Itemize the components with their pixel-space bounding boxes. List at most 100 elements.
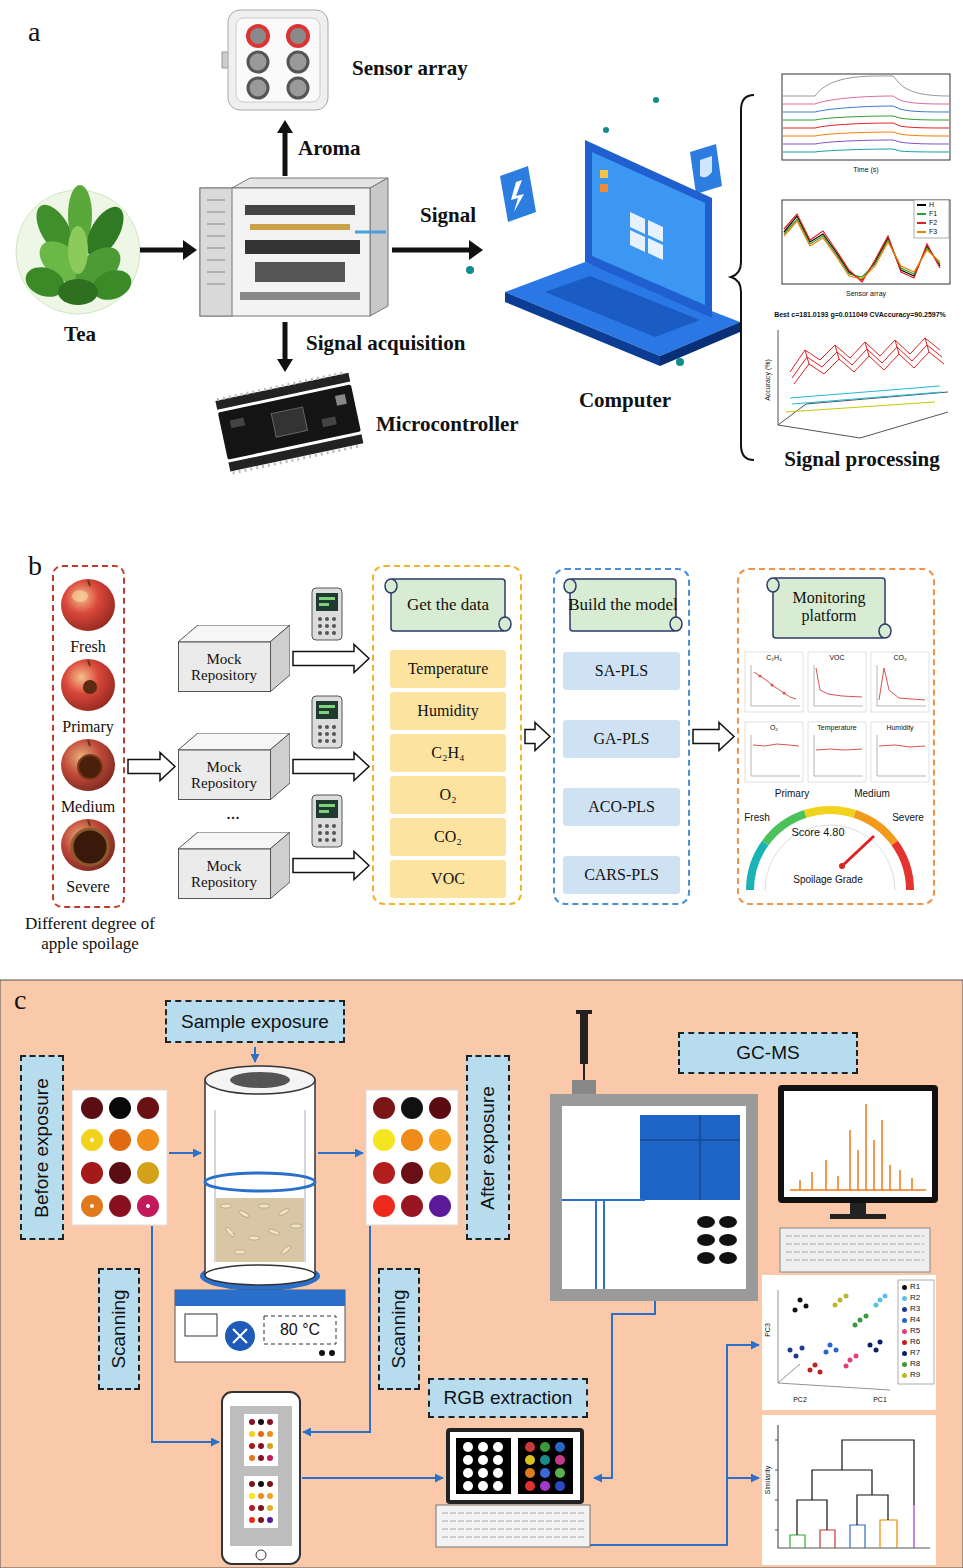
smartphone-picture-part [244,1476,278,1528]
computer-picture-part [630,212,645,234]
step-box: Scanning [98,1268,140,1390]
microcontroller-picture-part [230,418,245,429]
flow-arrow-part [183,240,197,260]
repository-front [179,750,271,800]
laptop-picture-part [456,1438,511,1494]
legend-swatch [902,1340,907,1345]
response-curve-chart-part [783,106,949,112]
pca-plot-part-part [818,1370,823,1375]
pca-plot-part-part [844,1364,849,1369]
laptop-picture-part [540,1455,550,1465]
apple-pictures-part [88,740,90,746]
apple-pictures [61,579,115,871]
chromatogram-monitor-part [784,1091,932,1197]
legend-text: R4 [910,1316,920,1325]
dendrogram-part [820,1530,835,1548]
exposure-chamber-part [264,1316,336,1344]
apple-pictures-part [88,820,90,826]
smartphone-picture-part-part [249,1493,255,1499]
tea-picture [16,185,140,314]
colour-array-before-part [146,1204,150,1208]
gas-detector-pictures [312,588,342,847]
colour-array-before-part [109,1195,131,1217]
smartphone-picture-part [230,1406,292,1546]
grid-search-surface-part [778,330,948,438]
legend-swatch [902,1329,907,1334]
legend-item: R7 [902,1349,920,1358]
pca-plot-part-part [883,1294,888,1299]
spoilage-gauge [750,810,910,890]
sensor-array-picture-part [248,78,268,98]
pca-plot-part [778,1290,890,1390]
scroll-banners [385,578,891,638]
sensor-profile-chart-part [914,200,949,238]
laptop-picture-part-part [493,1442,503,1452]
mini-charts-part [745,652,803,712]
computer-picture-part [676,358,684,366]
smartphone-picture-part-part [249,1431,255,1437]
mini-charts-part [808,652,866,712]
laptop-picture-part [436,1505,590,1547]
grid-search-surface-part [805,338,929,364]
repository-face: Mock Repository [178,849,270,899]
colour-array-before-part [81,1162,103,1184]
pca-plot-part-part [833,1303,838,1308]
colour-array-after-part [429,1097,451,1119]
repository-front [179,642,271,692]
computer-picture-part [585,140,712,318]
exposure-chamber-part [220,1204,302,1255]
legend-item: H [917,201,934,209]
data-item: O₂ [390,776,506,814]
gc-ms-instrument-part [697,1234,715,1246]
pca-plot-part [788,1294,888,1375]
node-text: Mock Repository [178,651,270,684]
flow-arrow-part [140,248,184,253]
exposure-chamber-part-part [258,1204,270,1208]
pca-plot-part-part [868,1343,873,1348]
node-text: O₂ [439,786,456,804]
mini-charts-part [808,722,866,782]
gauge-score: Score 4.80 [791,826,844,839]
chart-title: Temperature [817,724,856,732]
scroll-banners-part [879,624,891,638]
smartphone-picture-part-part [267,1493,273,1499]
grid-search-surface-part [794,352,944,384]
e-nose-device [200,178,388,316]
mini-charts-part [871,652,929,712]
process-arrows-part [254,1047,256,1062]
e-nose-device-part [245,240,360,254]
gc-ms-instrument-part [719,1216,737,1228]
mini-charts-part [871,722,929,782]
node-text: CARS-PLS [584,866,659,884]
dendrogram-part [790,1535,805,1548]
gc-ms-instrument-part [576,1010,592,1014]
node-text: Different degree of apple spoilage [15,914,165,953]
exposure-chamber-part [185,1314,217,1336]
pca-plot-part-part [824,1350,829,1355]
pca-plot-part-part [788,1348,793,1353]
exposure-chamber-part-part [238,1209,250,1218]
computer-picture-part [690,144,722,194]
gc-ms-instrument-part [572,1080,596,1094]
colour-array-after-part [373,1195,395,1217]
hollow-arrow [293,645,369,673]
flow-arrow-part [283,322,288,360]
chromatogram-monitor [778,1085,938,1272]
step-box: Sample exposure [165,1000,345,1043]
legend-swatch [917,222,926,224]
e-nose-device-part [207,272,225,273]
hollow-arrow [525,723,550,751]
e-nose-device-part [200,188,370,316]
sample-group: FreshPrimaryMediumSevereDifferent degree… [52,565,125,908]
spoilage-gauge-part [895,843,910,890]
colour-array-before-part [90,1138,94,1142]
computer-picture-part [603,127,609,133]
laptop-picture-part [555,1455,565,1465]
pca-plot-part-part [874,1303,879,1308]
chart-title: Best c=181.0193 g=0.011049 CVAccuracy=90… [774,311,946,319]
legend-swatch [902,1373,907,1378]
exposure-chamber-part-part [290,1224,302,1228]
exposure-chamber-part-part [280,1245,292,1256]
node-text: Mock Repository [178,858,270,891]
legend-swatch [917,213,926,215]
